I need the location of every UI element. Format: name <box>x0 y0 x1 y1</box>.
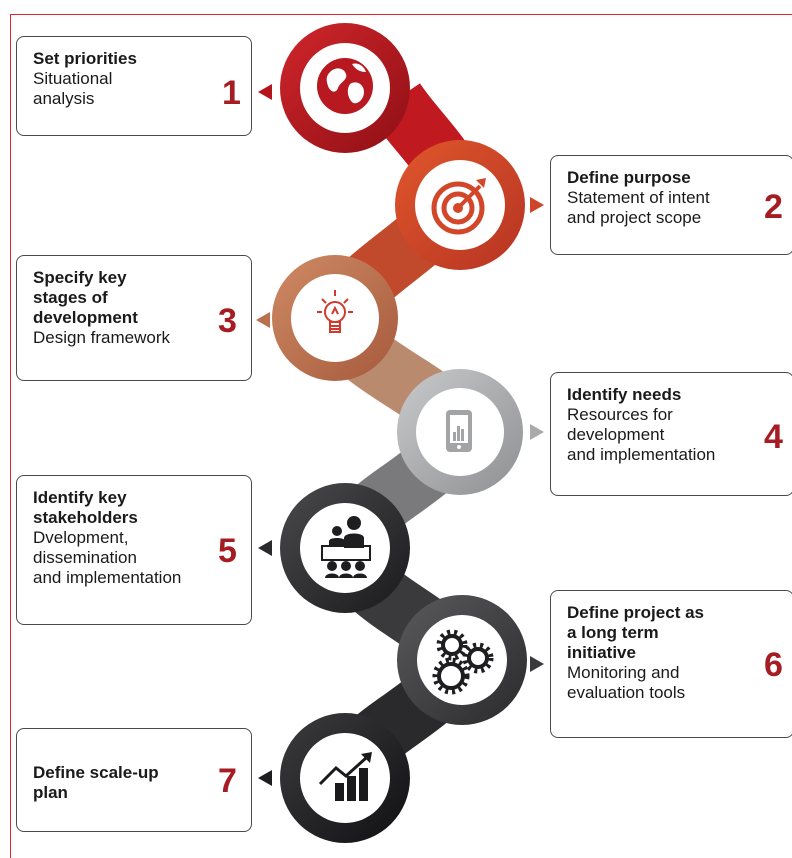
step-1-number: 1 <box>222 74 241 112</box>
step-5-number: 5 <box>218 532 237 570</box>
step-3-title: Specify key stages of development <box>33 268 138 327</box>
step-3-arrow <box>256 312 270 328</box>
tablet-chart-icon <box>446 410 472 452</box>
globe-icon <box>317 58 373 114</box>
step-6-title: Define project as a long term initiative <box>567 603 704 662</box>
ring-6 <box>397 595 527 725</box>
step-4-title: Identify needs <box>567 385 682 404</box>
meeting-icon <box>321 516 371 578</box>
step-7-number: 7 <box>218 762 237 800</box>
step-4-card: Identify needs Resources for development… <box>550 372 792 496</box>
step-2-arrow <box>530 197 544 213</box>
target-icon <box>431 178 486 235</box>
step-1-subtitle: Situational analysis <box>33 69 113 108</box>
step-3-number: 3 <box>218 302 237 340</box>
step-1-card: Set priorities Situational analysis <box>16 36 252 136</box>
lightbulb-icon <box>317 290 353 333</box>
step-2-card: Define purpose Statement of intent and p… <box>550 155 792 255</box>
gears-icon <box>432 629 494 695</box>
step-4-subtitle: Resources for development and implementa… <box>567 405 716 464</box>
step-3-subtitle: Design framework <box>33 328 170 347</box>
step-2-title: Define purpose <box>567 168 691 187</box>
step-3-card: Specify key stages of development Design… <box>16 255 252 381</box>
step-2-number: 2 <box>764 188 783 226</box>
step-5-arrow <box>258 540 272 556</box>
step-4-number: 4 <box>764 418 783 456</box>
step-6-card: Define project as a long term initiative… <box>550 590 792 738</box>
frame-left-line <box>10 14 11 858</box>
frame-top-line <box>10 14 792 15</box>
step-6-number: 6 <box>764 646 783 684</box>
step-5-card: Identify key stakeholders Dvelopment, di… <box>16 475 252 625</box>
step-5-subtitle: Dvelopment, dissemination and implementa… <box>33 528 182 587</box>
step-7-arrow <box>258 770 272 786</box>
step-1-title: Set priorities <box>33 49 137 68</box>
step-6-arrow <box>530 656 544 672</box>
ring-3 <box>272 255 398 381</box>
step-7-title: Define scale-up plan <box>33 763 159 802</box>
step-4-arrow <box>530 424 544 440</box>
step-2-subtitle: Statement of intent and project scope <box>567 188 710 227</box>
ring-7 <box>280 713 410 843</box>
step-7-card: Define scale-up plan <box>16 728 252 832</box>
step-6-subtitle: Monitoring and evaluation tools <box>567 663 686 702</box>
step-1-arrow <box>258 84 272 100</box>
step-5-title: Identify key stakeholders <box>33 488 138 527</box>
growth-chart-icon <box>318 752 372 801</box>
